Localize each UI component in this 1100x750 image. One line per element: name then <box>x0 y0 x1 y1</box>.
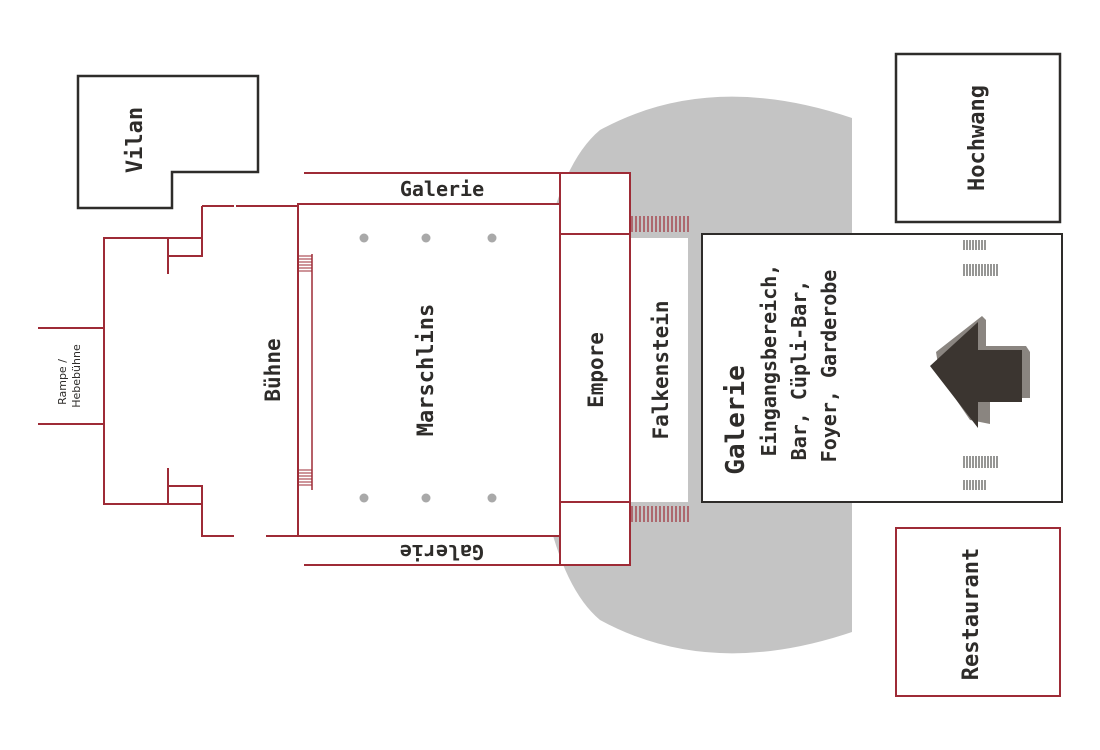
vilan-label: Vilan <box>123 107 148 173</box>
arrow-left-icon <box>930 316 1030 428</box>
marschlins-hall <box>297 203 561 537</box>
marschlins-label: Marschlins <box>414 304 439 436</box>
hochwang-building <box>894 52 1062 224</box>
stairs-entrance-bottom <box>963 456 998 490</box>
restaurant-building <box>895 527 1061 697</box>
vilan-building <box>76 74 260 210</box>
empore-label: Empore <box>584 332 608 408</box>
falkenstein-label: Falkenstein <box>649 300 673 439</box>
rampe-label-line1: Rampe / <box>56 359 69 405</box>
stairs-empore-bottom <box>631 506 689 522</box>
stage-stairs-bottom <box>298 469 312 486</box>
hochwang-label: Hochwang <box>965 85 990 191</box>
rampe-label-line2: Hebebühne <box>70 344 83 408</box>
galerie-top-label: Galerie <box>400 177 484 201</box>
entrance-line1: Eingangsbereich, <box>757 264 781 457</box>
stairs-empore-top <box>631 216 689 232</box>
galerie-bottom-label: Galerie <box>400 540 484 564</box>
falkenstein-room <box>630 238 688 502</box>
entrance-title: Galerie <box>721 365 751 475</box>
entrance-line2: Bar, Cüpli-Bar, <box>787 280 811 461</box>
restaurant-label: Restaurant <box>959 548 984 680</box>
stairs-entrance-top <box>963 240 998 276</box>
columns <box>359 233 497 503</box>
empore-room <box>559 172 631 566</box>
buehne-walls <box>38 205 298 537</box>
buehne-label: Bühne <box>261 338 285 401</box>
stage-stairs-top <box>298 254 313 490</box>
entrance-line3: Foyer, Garderobe <box>817 270 841 463</box>
